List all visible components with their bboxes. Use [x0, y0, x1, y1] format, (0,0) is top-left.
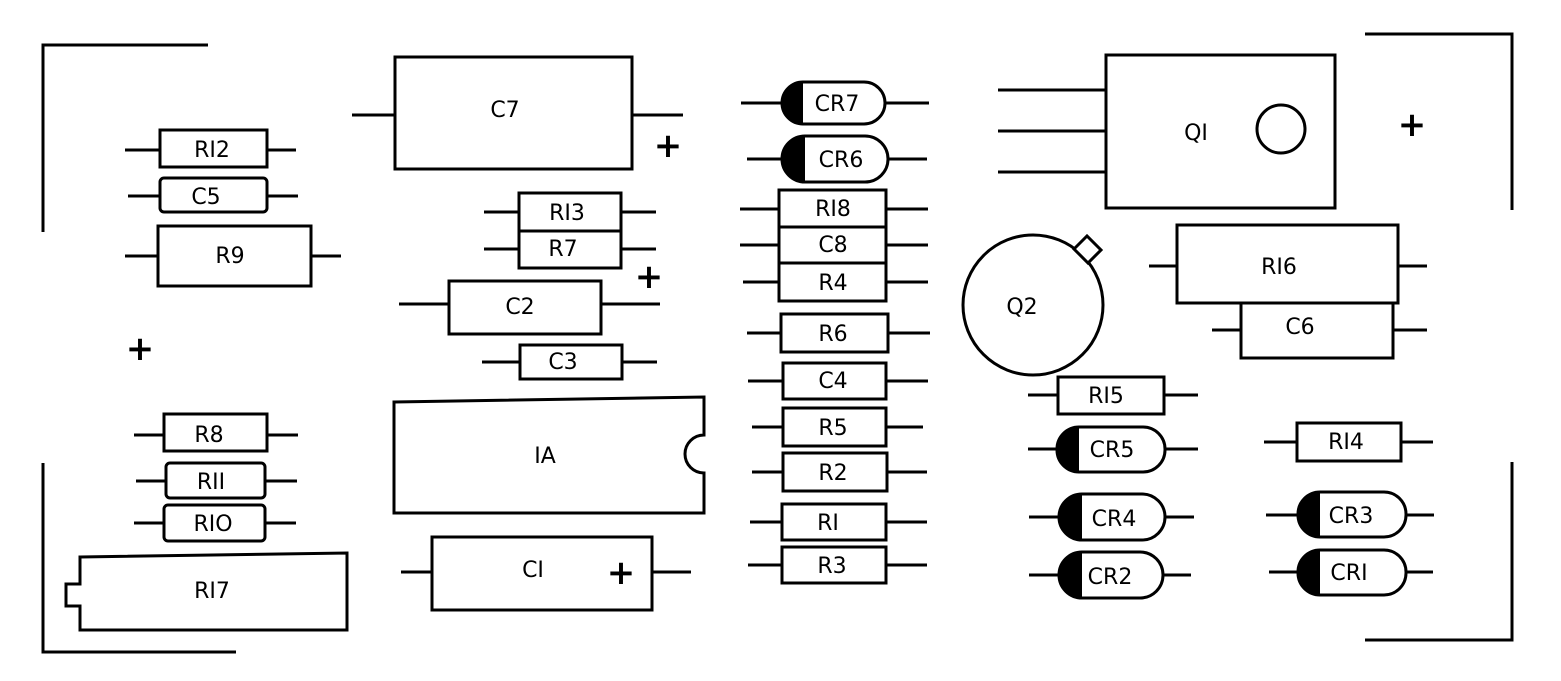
- c8-label: C8: [818, 233, 847, 258]
- component-cr7: CR7: [741, 80, 929, 126]
- r17-label: RI7: [194, 579, 230, 604]
- r15-label: RI5: [1088, 384, 1124, 409]
- component-r4: R4: [743, 261, 928, 303]
- component-r13: RI3: [484, 191, 656, 233]
- component-cr3: CR3: [1266, 490, 1434, 539]
- r6-label: R6: [818, 322, 847, 347]
- c6-label: C6: [1285, 315, 1314, 340]
- r11-label: RII: [197, 470, 225, 495]
- r14-label: RI4: [1328, 430, 1364, 455]
- q2-label: Q2: [1006, 295, 1037, 320]
- c4-label: C4: [818, 369, 847, 394]
- c7-polarity: +: [654, 126, 683, 166]
- component-cr1: CRI: [1269, 548, 1433, 597]
- component-r8: R8: [134, 412, 298, 453]
- component-r14: RI4: [1264, 421, 1433, 463]
- component-cr5: CR5: [1028, 425, 1198, 474]
- r4-label: R4: [818, 271, 847, 296]
- ia-label: IA: [534, 444, 556, 469]
- component-c2: C2: [399, 279, 660, 336]
- component-c4: C4: [748, 361, 928, 401]
- component-q1: QI: [998, 53, 1337, 210]
- r12-label: RI2: [194, 138, 230, 163]
- c7-label: C7: [490, 98, 519, 123]
- c1-polarity: +: [607, 553, 636, 593]
- component-cr6: CR6: [747, 134, 927, 184]
- r3-label: R3: [817, 554, 846, 579]
- component-r15: RI5: [1028, 375, 1198, 416]
- component-c7: C7 +: [352, 55, 683, 171]
- component-r6: R6: [747, 312, 930, 354]
- component-r5: R5: [752, 406, 923, 448]
- r13-label: RI3: [549, 201, 585, 226]
- component-cr4: CR4: [1029, 492, 1194, 542]
- component-r3: R3: [748, 545, 927, 585]
- r18-label: RI8: [815, 197, 851, 222]
- cr7-label: CR7: [815, 92, 860, 117]
- c5-label: C5: [191, 185, 220, 210]
- component-r11: RII: [136, 461, 297, 500]
- component-r9: R9: [125, 224, 341, 288]
- polarity-mark-right: +: [1398, 105, 1427, 145]
- component-q2: Q2: [961, 233, 1105, 377]
- component-c1: CI +: [401, 535, 691, 612]
- component-c6: C6: [1212, 301, 1427, 360]
- r2-label: R2: [818, 461, 847, 486]
- component-cr2: CR2: [1029, 550, 1191, 600]
- component-r16: RI6: [1149, 223, 1427, 305]
- r5-label: R5: [818, 416, 847, 441]
- component-r10: RIO: [134, 503, 296, 543]
- component-r2: R2: [752, 451, 927, 493]
- c3-label: C3: [548, 350, 577, 375]
- r8-label: R8: [194, 423, 223, 448]
- component-c5: C5: [128, 176, 298, 214]
- r9-label: R9: [215, 244, 244, 269]
- c2-label: C2: [505, 295, 534, 320]
- cr1-label: CRI: [1330, 561, 1367, 586]
- component-r17: RI7: [64, 551, 349, 632]
- component-ia: IA: [392, 395, 706, 515]
- component-r7: R7: [484, 229, 656, 270]
- cr5-label: CR5: [1090, 438, 1135, 463]
- r16-label: RI6: [1261, 255, 1297, 280]
- component-r18: RI8: [740, 188, 928, 229]
- cr4-label: CR4: [1092, 507, 1137, 532]
- polarity-mark-left: +: [126, 329, 155, 369]
- q1-label: QI: [1184, 121, 1208, 146]
- cr2-label: CR2: [1088, 565, 1133, 590]
- r10-label: RIO: [193, 512, 232, 537]
- component-r1: RI: [750, 502, 927, 542]
- r7-label: R7: [548, 237, 577, 262]
- cr3-label: CR3: [1329, 504, 1374, 529]
- c1-label: CI: [522, 558, 544, 583]
- component-c8: C8: [740, 225, 928, 265]
- board-outline-brackets: [41, 32, 1514, 654]
- polarity-mark-c2: +: [635, 257, 664, 297]
- r1-label: RI: [817, 511, 839, 536]
- cr6-label: CR6: [819, 148, 864, 173]
- component-c3: C3: [482, 343, 657, 381]
- component-r12: RI2: [125, 128, 296, 169]
